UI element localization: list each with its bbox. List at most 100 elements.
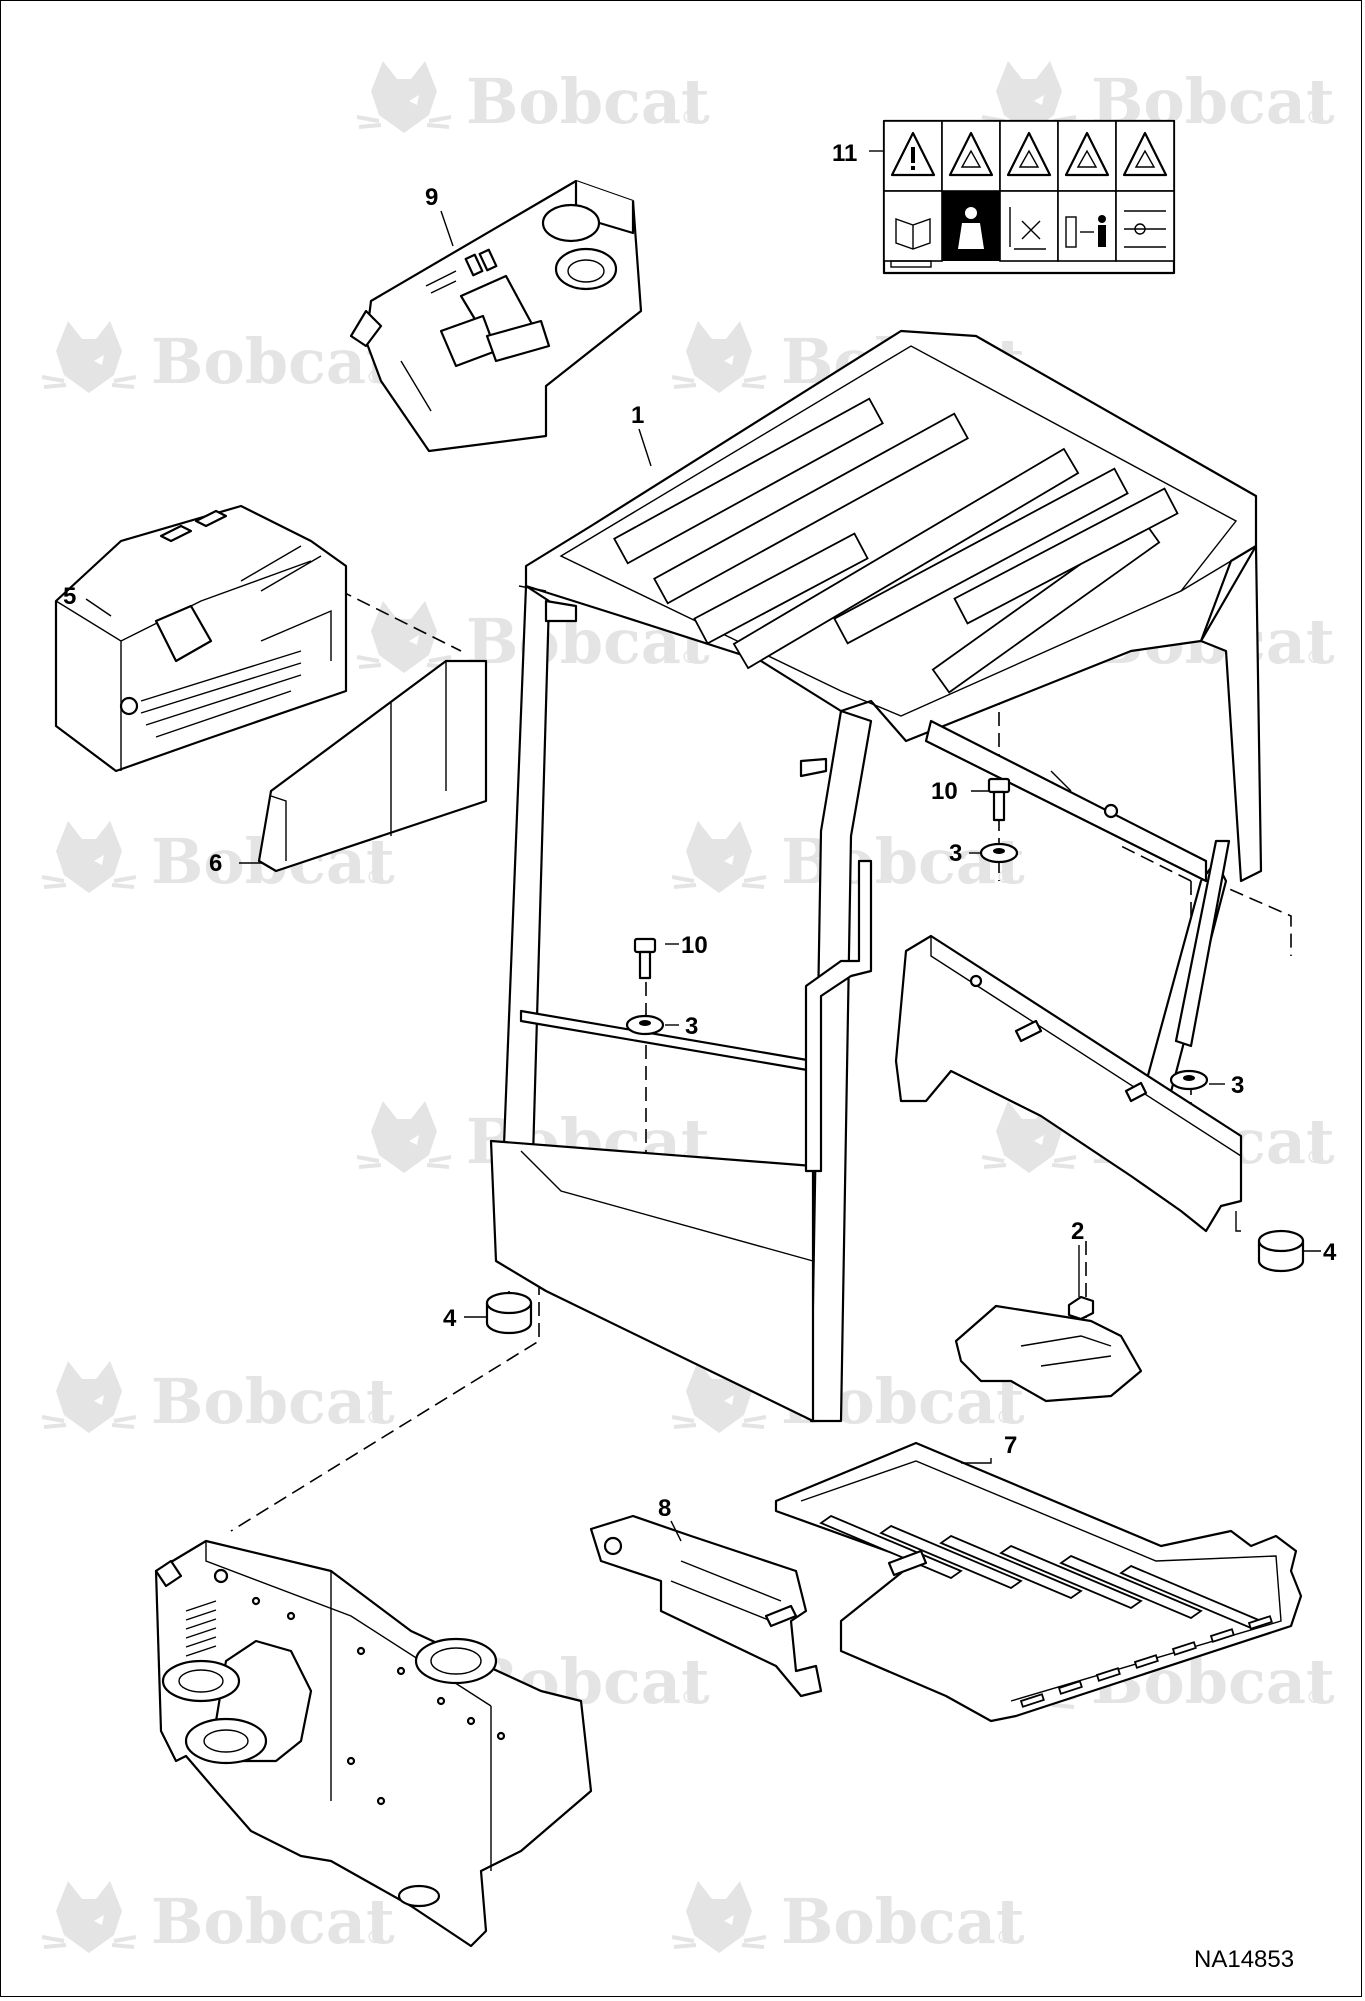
instructions-icon [1115, 190, 1175, 262]
frame-hole [356, 1646, 366, 1656]
isolator-icon [485, 1291, 533, 1335]
bobcat-logo-icon [41, 1881, 137, 1953]
switch-part [1067, 1295, 1095, 1321]
mat-drain-slot [1019, 1693, 1045, 1708]
roof-rib [613, 397, 884, 565]
manual-icon [883, 190, 943, 262]
frame-hole [286, 1611, 296, 1621]
switch-housing-part [954, 1304, 1143, 1403]
mat-drain-slot [1095, 1667, 1121, 1682]
bobcat-logo-icon [356, 1101, 452, 1173]
frame-louver [185, 1600, 217, 1612]
bolt-icon [633, 937, 657, 980]
watermark-registered-mark: ® [681, 1687, 699, 1708]
mat-rib [879, 1524, 1023, 1590]
rear-cover-part [54, 504, 348, 773]
callout-labels: 9 11 1 5 6 10 3 10 3 3 4 4 2 7 8 [63, 140, 1337, 1522]
callout-bolt-left: 10 [681, 932, 708, 959]
mat-drain-slot [1133, 1654, 1159, 1669]
frame-hole [466, 1716, 476, 1726]
explosion-hazard-icon [999, 120, 1059, 192]
callout-washer-right-top: 3 [949, 840, 962, 867]
frame-hole [376, 1796, 386, 1806]
washer-icon [979, 842, 1019, 864]
callout-floor-mat: 7 [1004, 1432, 1017, 1459]
watermark-registered-mark: ® [996, 867, 1014, 888]
mat-drain-slot [1209, 1628, 1235, 1643]
watermark-text: Bobcat [151, 1885, 395, 1958]
washer-icon [625, 1014, 665, 1036]
callout-rear-panel: 6 [209, 850, 222, 877]
drawing-id: NA14853 [1194, 1946, 1294, 1973]
callout-isolator-left: 4 [443, 1305, 457, 1332]
callout-washer-right-bottom: 3 [1231, 1072, 1244, 1099]
frame-hole [436, 1696, 446, 1706]
tip-hazard-icon [1115, 120, 1175, 192]
callout-bolt-right: 10 [931, 778, 958, 805]
rear-panel-part [257, 659, 488, 873]
frame-louver [185, 1618, 217, 1630]
callout-leaders [85, 150, 1321, 1542]
watermark-registered-mark: ® [1306, 647, 1324, 668]
watermark-text: Bobcat [466, 65, 710, 138]
watermark-registered-mark: ® [996, 1927, 1014, 1948]
watermark-registered-mark: ® [681, 647, 699, 668]
roof-rib [732, 447, 1080, 670]
callout-rear-cover: 5 [63, 583, 76, 610]
roof-rib [653, 412, 969, 605]
bobcat-logo-icon [671, 1881, 767, 1953]
console-part [349, 179, 643, 453]
mat-rib [939, 1534, 1083, 1600]
electrocution-hazard-icon [1057, 120, 1117, 192]
bobcat-logo-icon [671, 321, 767, 393]
roof-rib [953, 487, 1179, 625]
cab-part [489, 329, 1263, 1423]
watermark-text: Bobcat [781, 1885, 1025, 1958]
hardware-parts [485, 777, 1305, 1335]
mat-drain-slot [1171, 1641, 1197, 1656]
watermark-registered-mark: ® [1306, 1147, 1324, 1168]
floor-plate-part [589, 1514, 823, 1698]
crush-hazard-icon [941, 120, 1001, 192]
callout-cab: 1 [631, 402, 644, 429]
watermark-registered-mark: ® [366, 1407, 384, 1428]
mat-drain-slot [1247, 1615, 1273, 1630]
bobcat-logo-icon [41, 321, 137, 393]
watermark-text: Bobcat [781, 825, 1025, 898]
warning-icon [883, 120, 943, 192]
frame-hole [496, 1731, 506, 1741]
frame-louver [185, 1627, 217, 1639]
callout-console: 9 [425, 184, 438, 211]
clearance-icon [1057, 190, 1117, 262]
washer-icon [1169, 1069, 1209, 1091]
bobcat-logo-icon [356, 61, 452, 133]
bobcat-logo-icon [356, 601, 452, 673]
seatbelt-icon [942, 191, 1000, 261]
roof-rib [693, 532, 869, 645]
mount-bracket-part [894, 934, 1243, 1233]
watermark-texts: Bobcat®Bobcat®Bobcat®Bobcat®Bobcat®Bobca… [151, 65, 1335, 1958]
mat-rib [999, 1544, 1143, 1610]
frame-louver [185, 1609, 217, 1621]
watermark-registered-mark: ® [681, 107, 699, 128]
no-modify-icon [999, 190, 1059, 262]
callout-floor-plate: 8 [658, 1495, 671, 1522]
watermark-registered-mark: ® [366, 867, 384, 888]
mat-drain-slot [1057, 1680, 1083, 1695]
watermark-registered-mark: ® [1306, 107, 1324, 128]
bobcat-logo-icon [671, 821, 767, 893]
bobcat-logo-icon [41, 1361, 137, 1433]
safety-decal [882, 119, 1176, 275]
floor-mat-part [774, 1441, 1303, 1723]
watermark-registered-mark: ® [1306, 1687, 1324, 1708]
watermark-registered-mark: ® [366, 1927, 384, 1948]
isolator-icon [1257, 1229, 1305, 1273]
frame-louver [185, 1636, 217, 1648]
callout-isolator-right: 4 [1323, 1239, 1337, 1266]
callout-decal: 11 [832, 140, 857, 167]
callout-washer-left: 3 [685, 1013, 698, 1040]
watermark-text: Bobcat [151, 1365, 395, 1438]
mat-rib [1059, 1554, 1203, 1620]
